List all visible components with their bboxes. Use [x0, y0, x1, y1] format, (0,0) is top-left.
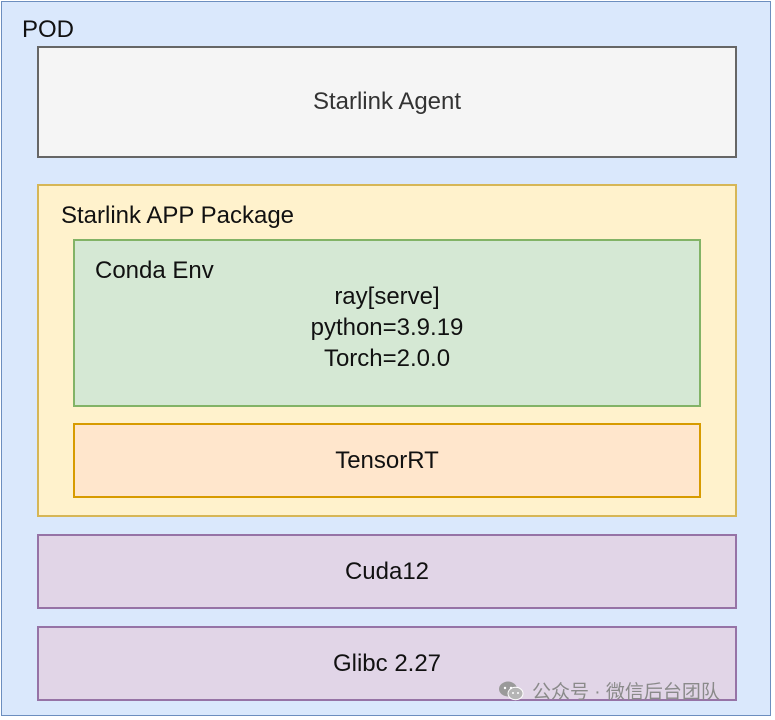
watermark: 公众号 · 微信后台团队	[498, 677, 720, 704]
starlink-agent-label: Starlink Agent	[312, 88, 462, 115]
wechat-icon	[499, 681, 524, 700]
cuda-label: Cuda12	[344, 557, 430, 585]
conda-env-box: Conda Env ray[serve] python=3.9.19 Torch…	[73, 239, 701, 407]
conda-package-python: python=3.9.19	[310, 314, 464, 341]
pod-label: POD	[22, 16, 75, 43]
cuda-box: Cuda12	[37, 534, 737, 609]
conda-env-packages: ray[serve] python=3.9.19 Torch=2.0.0	[75, 281, 699, 374]
conda-package-ray: ray[serve]	[334, 283, 440, 310]
conda-package-torch: Torch=2.0.0	[323, 345, 451, 372]
starlink-agent-box: Starlink Agent	[37, 46, 737, 158]
glibc-box: Glibc 2.27	[37, 626, 737, 701]
tensorrt-box: TensorRT	[73, 423, 701, 498]
tensorrt-label: TensorRT	[335, 446, 439, 474]
glibc-label: Glibc 2.27	[332, 649, 442, 677]
conda-env-label: Conda Env	[95, 257, 214, 284]
watermark-text: 公众号 · 微信后台团队	[532, 682, 720, 703]
starlink-app-package-label: Starlink APP Package	[61, 202, 295, 229]
